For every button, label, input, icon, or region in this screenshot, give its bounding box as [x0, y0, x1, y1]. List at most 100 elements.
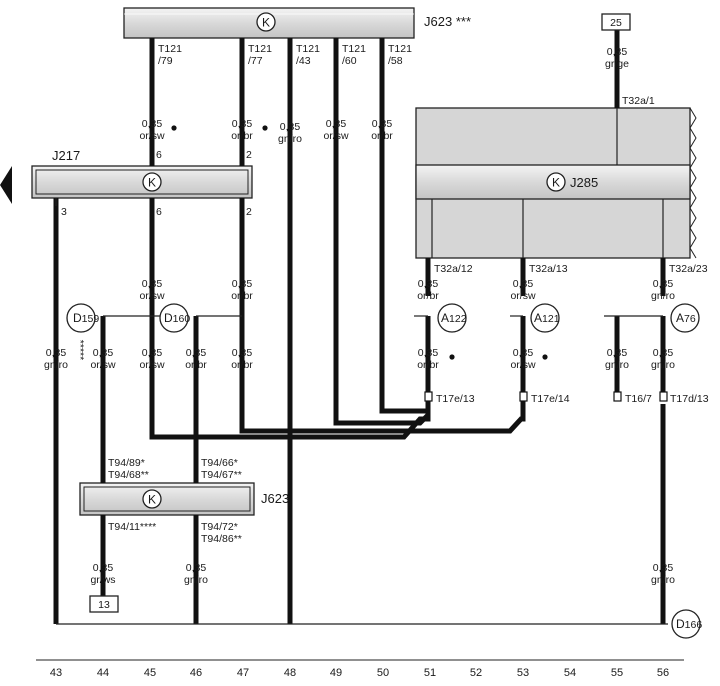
svg-text:0,35: 0,35	[418, 278, 439, 290]
svg-text:T16/7: T16/7	[625, 393, 652, 405]
svg-text:T94/72*: T94/72*	[201, 521, 238, 533]
svg-text:gn/ro: gn/ro	[605, 359, 629, 371]
svg-text:T32a/23: T32a/23	[669, 263, 708, 275]
connector-a121: A121	[530, 303, 560, 333]
svg-text:T32a/12: T32a/12	[434, 263, 473, 275]
unit-label-j217: J217	[52, 148, 80, 163]
svg-text:or/sw: or/sw	[139, 130, 165, 142]
svg-text:T121: T121	[248, 43, 272, 55]
svg-text:gn/ro: gn/ro	[651, 574, 675, 586]
column-number: 49	[330, 667, 342, 679]
reference-boxes: 25 13	[89, 13, 631, 613]
svg-text:gn/ro: gn/ro	[44, 359, 68, 371]
svg-text:or/br: or/br	[417, 359, 439, 371]
column-number: 55	[611, 667, 623, 679]
column-number: 48	[284, 667, 296, 679]
svg-text:A122: A122	[441, 311, 467, 325]
unit-label-j623-top: J623 ***	[424, 14, 471, 29]
pin-labels: T121 /79 T121 /77 T121 /43 T121 /60 T121…	[61, 43, 709, 545]
control-unit-j285: K J285	[415, 107, 697, 259]
svg-text:6: 6	[156, 149, 162, 161]
svg-text:gn/ro: gn/ro	[651, 290, 675, 302]
svg-text:T17e/13: T17e/13	[436, 393, 475, 405]
svg-text:gr/ge: gr/ge	[605, 58, 629, 70]
svg-text:or/br: or/br	[417, 290, 439, 302]
svg-text:or/br: or/br	[231, 130, 253, 142]
svg-text:0,35: 0,35	[232, 278, 253, 290]
svg-text:0,35: 0,35	[653, 278, 674, 290]
svg-text:3: 3	[61, 206, 67, 218]
svg-text:or/sw: or/sw	[323, 130, 349, 142]
svg-text:K: K	[148, 176, 156, 190]
svg-text:or/sw: or/sw	[510, 359, 536, 371]
column-number: 44	[97, 667, 109, 679]
svg-text:or/sw: or/sw	[139, 359, 165, 371]
svg-text:0,35: 0,35	[232, 118, 253, 130]
svg-text:or/sw: or/sw	[139, 290, 165, 302]
svg-text:or/br: or/br	[231, 290, 253, 302]
svg-text:0,35: 0,35	[326, 118, 347, 130]
wire-labels: 0,35 or/sw 0,35 or/br 0,35 gn/ro 0,35 or…	[44, 46, 675, 586]
unit-label-j623-bottom: J623	[261, 491, 289, 506]
svg-text:0,35: 0,35	[607, 347, 628, 359]
svg-text:/60: /60	[342, 55, 357, 67]
svg-text:0,35: 0,35	[142, 347, 163, 359]
control-unit-j623-top: K J623 ***	[123, 7, 471, 39]
column-number: 43	[50, 667, 62, 679]
svg-text:6: 6	[156, 206, 162, 218]
svg-text:0,35: 0,35	[232, 347, 253, 359]
control-unit-j217: K J217	[0, 148, 253, 204]
connector-d166: D166	[671, 609, 702, 639]
svg-text:T121: T121	[158, 43, 182, 55]
svg-text:T94/86**: T94/86**	[201, 533, 242, 545]
svg-text:0,35: 0,35	[607, 46, 628, 58]
svg-text:25: 25	[610, 17, 622, 29]
direction-arrow-icon	[0, 166, 12, 204]
svg-text:0,35: 0,35	[653, 562, 674, 574]
connector-a122: A122	[437, 303, 467, 333]
svg-text:T17e/14: T17e/14	[531, 393, 570, 405]
column-number: 45	[144, 667, 156, 679]
svg-text:T121: T121	[388, 43, 412, 55]
column-number: 50	[377, 667, 389, 679]
svg-text:T17d/13: T17d/13	[670, 393, 709, 405]
svg-text:or/sw: or/sw	[90, 359, 116, 371]
unit-label-j285: J285	[570, 175, 598, 190]
wires	[53, 30, 668, 625]
connector-d159: D159	[66, 303, 99, 333]
svg-text:0,35: 0,35	[513, 278, 534, 290]
svg-text:T121: T121	[342, 43, 366, 55]
svg-text:K: K	[552, 176, 560, 190]
svg-text:0,35: 0,35	[372, 118, 393, 130]
svg-text:0,35: 0,35	[186, 347, 207, 359]
connector-d160: D160	[159, 303, 190, 333]
column-number: 47	[237, 667, 249, 679]
svg-text:A121: A121	[534, 311, 560, 325]
svg-text:gn/ro: gn/ro	[651, 359, 675, 371]
column-number: 56	[657, 667, 669, 679]
svg-text:gn/ro: gn/ro	[278, 133, 302, 145]
connector-a76: A76	[670, 303, 700, 333]
terminals	[171, 125, 668, 402]
control-unit-j623-bottom: K J623	[79, 482, 289, 516]
svg-text:0,35: 0,35	[46, 347, 67, 359]
svg-text:/77: /77	[248, 55, 263, 67]
svg-text:T94/11****: T94/11****	[108, 521, 156, 533]
column-number: 54	[564, 667, 576, 679]
svg-text:13: 13	[98, 599, 110, 611]
svg-text:or/br: or/br	[185, 359, 207, 371]
svg-text:/58: /58	[388, 55, 403, 67]
svg-text:*****: *****	[74, 340, 86, 360]
svg-text:0,35: 0,35	[186, 562, 207, 574]
svg-text:0,35: 0,35	[142, 118, 163, 130]
svg-text:D159: D159	[73, 311, 99, 325]
svg-text:T32a/1: T32a/1	[622, 95, 655, 107]
svg-text:/79: /79	[158, 55, 173, 67]
svg-text:0,35: 0,35	[280, 121, 301, 133]
svg-text:0,35: 0,35	[93, 347, 114, 359]
column-number: 53	[517, 667, 529, 679]
ground-k-icon	[256, 12, 276, 32]
svg-text:or/br: or/br	[371, 130, 393, 142]
svg-text:A76: A76	[676, 311, 696, 325]
